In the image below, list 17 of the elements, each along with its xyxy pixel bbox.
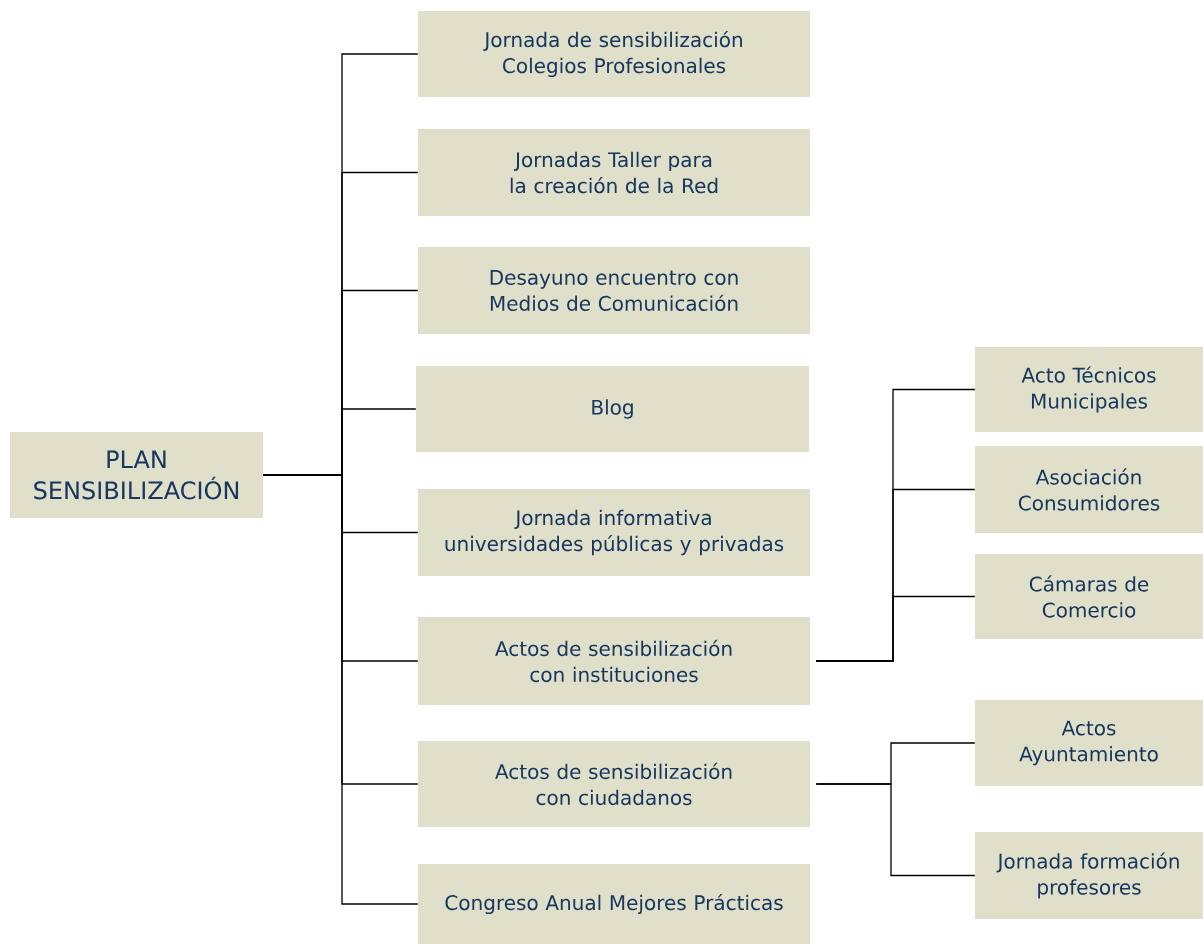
process-box: Acto Técnicos Municipales [975,347,1203,432]
process-box: Jornadas Taller para la creación de la Red [418,129,810,216]
process-box: Actos de sensibilización con instituciones [418,617,810,705]
connector-line [815,783,976,877]
process-box: Actos de sensibilización con ciudadanos [418,741,810,827]
process-box: PLAN SENSIBILIZACIÓN [10,432,263,518]
process-box: Congreso Anual Mejores Prácticas [418,864,810,944]
process-box: Blog [416,366,809,452]
process-box: Desayuno encuentro con Medios de Comunicación [418,247,810,334]
process-box: Jornada informativa universidades públicas y privadas [418,489,810,576]
process-box: Actos Ayuntamiento [975,700,1203,786]
process-box: Jornada de sensibilización Colegios Profesionales [418,11,810,97]
connector-line [815,595,976,662]
connector-line [262,474,419,905]
process-box: Jornada formación profesores [975,832,1203,919]
process-box: Cámaras de Comercio [975,554,1203,639]
process-box: Asociación Consumidores [975,446,1203,533]
